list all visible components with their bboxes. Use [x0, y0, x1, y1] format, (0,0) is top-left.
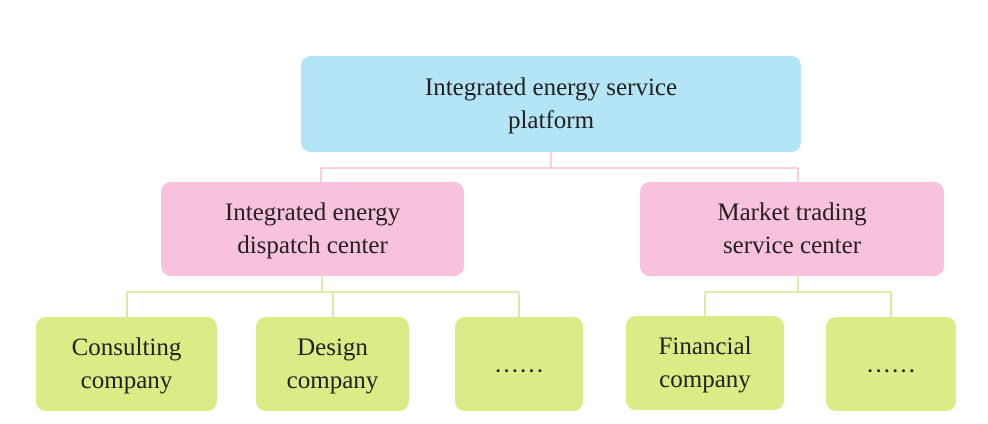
node-label-line: dispatch center: [237, 232, 388, 259]
node-label-line: company: [80, 367, 173, 394]
node-label-line: service center: [722, 232, 862, 259]
market-to-leaves-connector: [704, 276, 892, 317]
market-more-node: ……: [826, 317, 956, 411]
node-label-line: platform: [507, 107, 595, 134]
root-to-centers-connector: [320, 152, 799, 182]
node-label-line: Financial: [658, 333, 752, 360]
node-label-line: Integrated energy service: [424, 74, 678, 101]
node-label-line: Design: [297, 334, 368, 361]
dispatch-more-node: ……: [455, 317, 583, 411]
integrated-energy-dispatch-center-node: Integrated energy dispatch center: [161, 182, 464, 276]
integrated-energy-service-platform-node: Integrated energy service platform: [301, 56, 801, 152]
node-label-line: Integrated energy: [224, 199, 401, 226]
node-label-line: Consulting: [71, 334, 182, 361]
node-label-line: company: [659, 366, 751, 393]
design-company-node: Design company: [256, 317, 409, 411]
dispatch-to-leaves-connector: [126, 276, 520, 317]
ellipsis-label: ……: [494, 350, 544, 378]
node-label-line: company: [286, 367, 379, 394]
consulting-company-node: Consulting company: [36, 317, 217, 411]
node-label-line: Market trading: [717, 199, 867, 226]
financial-company-node: Financial company: [626, 316, 784, 410]
market-trading-service-center-node: Market trading service center: [640, 182, 944, 276]
ellipsis-label: ……: [866, 350, 916, 378]
